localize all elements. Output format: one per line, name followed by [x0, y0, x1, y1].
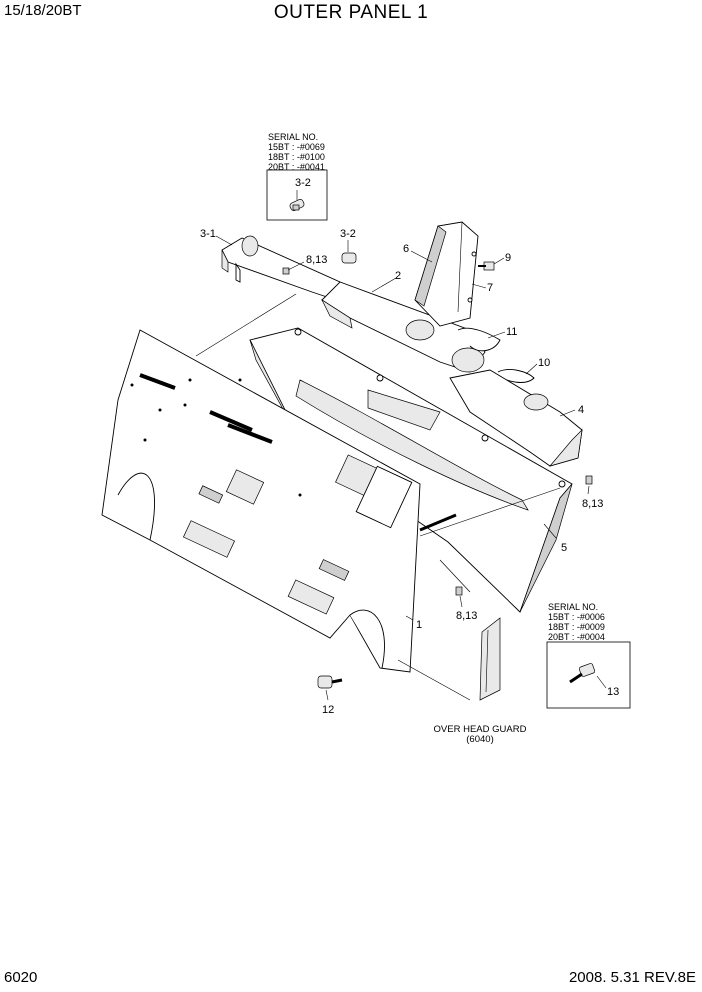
serial-line: 15BT : -#0069: [268, 142, 325, 152]
cable-part-10: [497, 369, 535, 383]
callout-10: 10: [538, 357, 550, 369]
cover-part-2: [321, 281, 486, 373]
cover-part-4: [449, 369, 583, 467]
reference-section-number: (6040): [466, 734, 493, 745]
callout-inset-13: 13: [607, 686, 619, 698]
rod: [419, 513, 457, 532]
callout-8-13-top: 8,13: [306, 254, 327, 266]
callout-inset-3-2: 3-2: [295, 177, 311, 189]
page-number: 6020: [4, 969, 38, 986]
model-code: 15/18/20BT: [4, 2, 82, 19]
serial-box-top-frame: [266, 169, 328, 221]
callout-6: 6: [403, 243, 409, 255]
revision-date: 2008. 5.31 REV.8E: [568, 969, 696, 986]
screw: [455, 586, 463, 596]
callout-9: 9: [505, 252, 511, 264]
callout-7: 7: [487, 282, 493, 294]
bolt-part-12: [317, 675, 343, 689]
overhead-guard-ref: [479, 617, 501, 701]
screw: [282, 267, 290, 275]
serial-line: 18BT : -#0009: [548, 622, 605, 632]
cable-part-11: [457, 327, 501, 352]
callout-12: 12: [322, 704, 334, 716]
serial-box-bottom-frame: [546, 641, 631, 709]
callout-1: 1: [416, 619, 422, 631]
callout-8-13-right: 8,13: [582, 498, 603, 510]
callout-4: 4: [578, 404, 584, 416]
callout-11: 11: [506, 326, 517, 338]
serial-line: 20BT : -#0041: [268, 162, 325, 172]
callout-3-2: 3-2: [340, 228, 356, 240]
serial-heading: SERIAL NO.: [268, 132, 319, 142]
reference-over-head-guard: OVER HEAD GUARD: [434, 724, 527, 735]
serial-line: 18BT : -#0100: [268, 152, 325, 162]
leader-lines: [195, 235, 590, 701]
callout-3-1: 3-1: [200, 228, 216, 240]
serial-note-top: SERIAL NO. 15BT : -#0069 18BT : -#0100 2…: [268, 132, 325, 172]
callout-5: 5: [561, 542, 567, 554]
switch-part-3-2: [341, 252, 357, 264]
main-panel-part-1: [101, 329, 421, 673]
bolt-part-9: [478, 261, 495, 271]
inset-part-13: [569, 663, 607, 689]
inset-part-3-2: [289, 190, 305, 211]
front-panel-part-5: [249, 327, 573, 613]
screw: [585, 475, 593, 485]
callout-2: 2: [395, 270, 401, 282]
serial-heading: SERIAL NO.: [548, 602, 599, 612]
cover-part-3-1: [221, 235, 341, 299]
serial-line: 20BT : -#0004: [548, 632, 605, 642]
serial-note-bottom: SERIAL NO. 15BT : -#0006 18BT : -#0009 2…: [548, 602, 605, 642]
callout-8-13-lower: 8,13: [456, 610, 477, 622]
serial-line: 15BT : -#0006: [548, 612, 605, 622]
page-title: OUTER PANEL 1: [273, 2, 429, 23]
upright-cover-6-7: [414, 221, 479, 327]
